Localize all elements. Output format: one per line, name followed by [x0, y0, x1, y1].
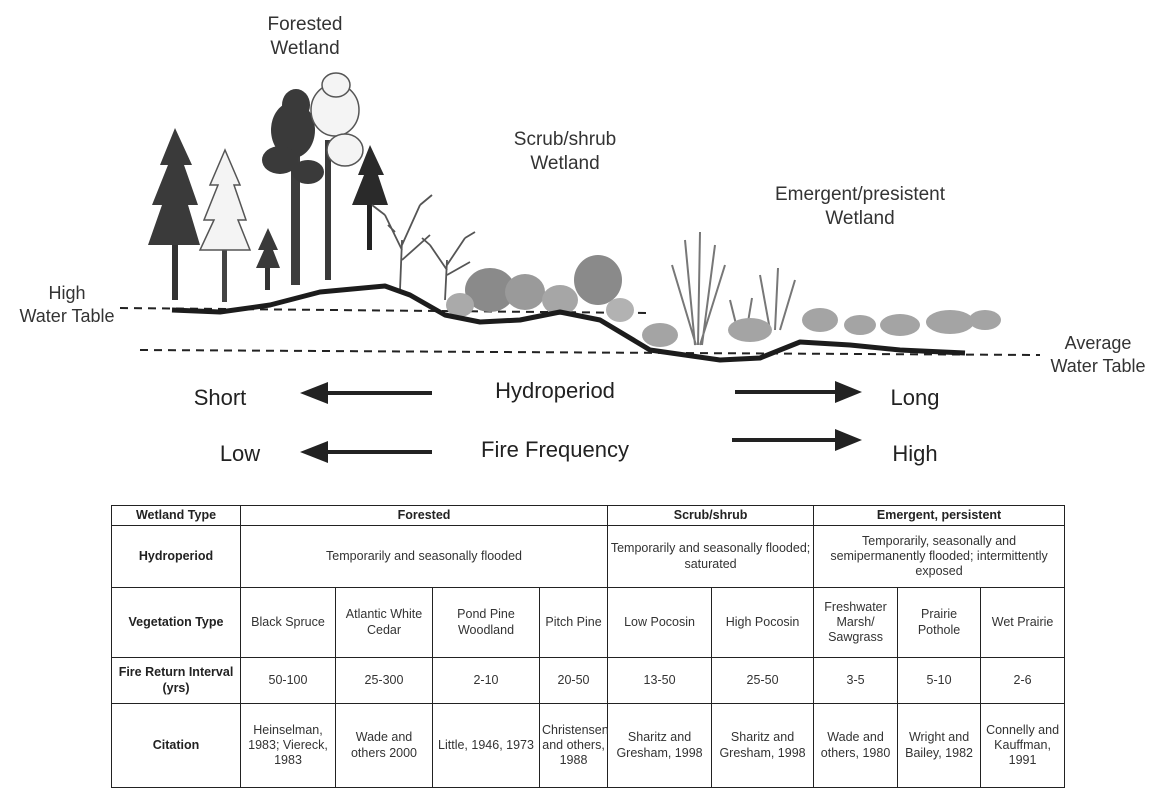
row-header-vegetation: Vegetation Type — [111, 587, 241, 658]
citation-cell: Sharitz and Gresham, 1998 — [607, 703, 713, 788]
average-water-table-line — [139, 349, 1041, 356]
citation-cell: Sharitz and Gresham, 1998 — [711, 703, 815, 788]
group-emergent: Emergent, persistent — [813, 505, 1066, 526]
fire-return-cell: 25-50 — [711, 657, 815, 704]
fire-frequency-label: Fire Frequency — [481, 437, 629, 462]
vegetation-cell: Black Spruce — [240, 587, 336, 658]
citation-cell: Connelly and Kauffman, 1991 — [980, 703, 1066, 788]
wetland-diagram — [119, 72, 1041, 463]
hydroperiod-emergent: Temporarily, seasonally and semipermanen… — [813, 525, 1066, 588]
row-header-hydroperiod: Hydroperiod — [111, 525, 241, 588]
ground-profile — [171, 283, 966, 363]
vegetation-cell: Atlantic White Cedar — [335, 587, 433, 658]
vegetation-cell: Prairie Pothole — [897, 587, 982, 658]
fire-return-cell: 2-6 — [980, 657, 1066, 704]
vegetation-cell: Pond Pine Woodland — [432, 587, 540, 658]
citation-cell: Wade and others, 1980 — [813, 703, 899, 788]
wetland-fire-table: Wetland Type Forested Scrub/shrub Emerge… — [111, 505, 1066, 788]
fire-return-cell: 2-10 — [432, 657, 540, 704]
fire-return-cell: 50-100 — [240, 657, 336, 704]
scrub-shrubs — [446, 255, 634, 322]
fire-low-label: Low — [219, 441, 261, 466]
forested-wetland-label: Forested Wetland — [267, 14, 343, 59]
group-scrub-shrub: Scrub/shrub — [607, 505, 815, 526]
vegetation-cell: Wet Prairie — [980, 587, 1066, 658]
emergent-wetland-label: Emergent/presistent Wetland — [774, 184, 946, 229]
hydroperiod-label: Hydroperiod — [495, 378, 615, 403]
vegetation-cell: Low Pocosin — [607, 587, 713, 658]
hydroperiod-arrows — [300, 381, 862, 404]
citation-row: Citation Heinselman, 1983; Viereck, 1983… — [111, 703, 1066, 788]
citation-cell: Wright and Bailey, 1982 — [897, 703, 982, 788]
hydroperiod-long-label: Long — [890, 385, 940, 410]
row-header-citation: Citation — [111, 703, 241, 788]
row-header-fire-return: Fire Return Interval (yrs) — [111, 657, 241, 704]
fire-return-cell: 5-10 — [897, 657, 982, 704]
fire-return-cell: 13-50 — [607, 657, 713, 704]
citation-cell: Christensen and others, 1988 — [538, 703, 609, 788]
emergent-tufts — [642, 308, 1001, 347]
wetland-type-row: Wetland Type Forested Scrub/shrub Emerge… — [111, 505, 1066, 526]
vegetation-cell: Freshwater Marsh/ Sawgrass — [813, 587, 899, 658]
vegetation-cell: Pitch Pine — [538, 587, 609, 658]
fire-high-label: High — [892, 441, 938, 466]
hydroperiod-forested: Temporarily and seasonally flooded — [239, 525, 609, 588]
vegetation-row: Vegetation Type Black Spruce Atlantic Wh… — [111, 587, 1066, 658]
fire-return-row: Fire Return Interval (yrs) 50-100 25-300… — [111, 657, 1066, 704]
citation-cell: Wade and others 2000 — [335, 703, 433, 788]
hydroperiod-short-label: Short — [193, 385, 247, 410]
fire-return-cell: 25-300 — [335, 657, 433, 704]
high-water-table-label: High Water Table — [19, 283, 115, 326]
forested-trees — [148, 72, 476, 302]
scrub-shrub-wetland-label: Scrub/shrub Wetland — [513, 129, 617, 174]
fire-return-cell: 20-50 — [538, 657, 609, 704]
vegetation-cell: High Pocosin — [711, 587, 815, 658]
average-water-table-label: Average Water Table — [1050, 333, 1146, 376]
citation-cell: Heinselman, 1983; Viereck, 1983 — [240, 703, 336, 788]
row-header-wetland-type: Wetland Type — [111, 505, 241, 526]
hydroperiod-scrub-shrub: Temporarily and seasonally flooded; satu… — [607, 525, 815, 588]
hydroperiod-row: Hydroperiod Temporarily and seasonally f… — [111, 525, 1066, 588]
citation-cell: Little, 1946, 1973 — [432, 703, 540, 788]
fire-frequency-arrows — [300, 429, 862, 463]
group-forested: Forested — [239, 505, 609, 526]
fire-return-cell: 3-5 — [813, 657, 899, 704]
